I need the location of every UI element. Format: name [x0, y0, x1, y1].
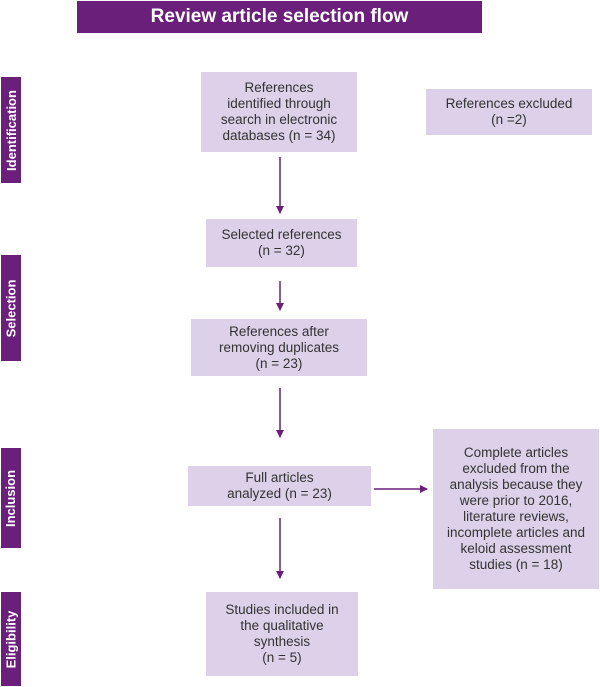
- box-references-excluded: References excluded (n =2): [426, 89, 592, 135]
- stage-identification: Identification: [1, 77, 21, 183]
- box-studies-included-text: Studies included in the qualitative synt…: [225, 602, 339, 665]
- stage-eligibility: Eligibility: [1, 592, 21, 686]
- box-references-excluded-text: References excluded (n =2): [445, 96, 573, 127]
- box-after-duplicates-text: References after removing duplicates (n …: [218, 323, 340, 371]
- box-complete-excluded-text: Complete articles excluded from the anal…: [446, 445, 586, 572]
- box-selected-references: Selected references (n = 32): [206, 219, 357, 267]
- box-full-articles-text: Full articles analyzed (n = 23): [227, 470, 332, 501]
- box-studies-included: Studies included in the qualitative synt…: [206, 592, 358, 676]
- box-after-duplicates: References after removing duplicates (n …: [191, 319, 367, 376]
- box-references-identified-text: References identified through search in …: [220, 80, 338, 143]
- box-references-identified: References identified through search in …: [201, 72, 357, 152]
- stage-selection: Selection: [1, 255, 21, 361]
- stage-inclusion: Inclusion: [1, 448, 21, 548]
- box-full-articles: Full articles analyzed (n = 23): [188, 466, 371, 506]
- diagram-title: Review article selection flow: [77, 1, 482, 33]
- box-complete-excluded: Complete articles excluded from the anal…: [433, 429, 599, 589]
- box-selected-references-text: Selected references (n = 32): [221, 227, 342, 258]
